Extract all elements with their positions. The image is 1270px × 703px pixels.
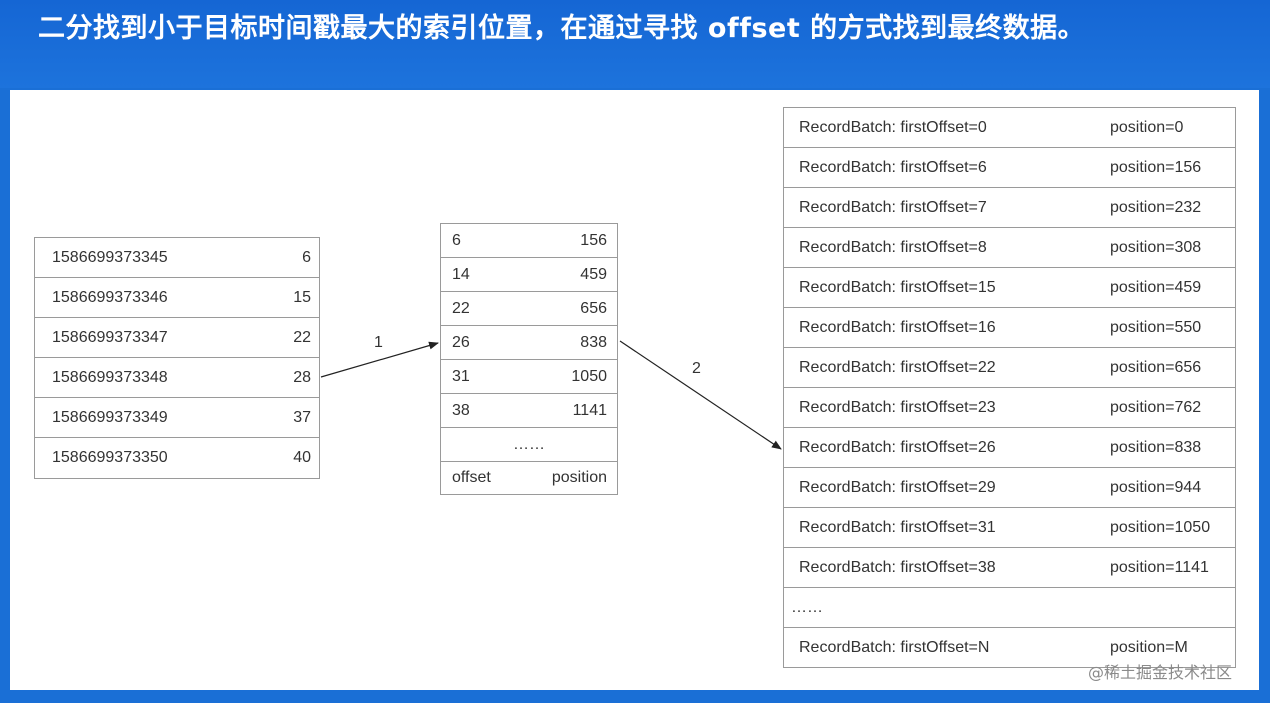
timestamp-cell: 1586699373348 — [52, 368, 168, 386]
offset-cell: 37 — [293, 408, 311, 426]
offset-cell: 40 — [293, 449, 311, 466]
offset-cell: 38 — [452, 401, 470, 419]
batch-cell: RecordBatch: firstOffset=N — [799, 638, 990, 656]
title-bar: 二分找到小于目标时间戳最大的索引位置，在通过寻找 offset 的方式找到最终数… — [0, 0, 1270, 88]
position-cell: 1141 — [572, 401, 607, 419]
table-row: 38 1141 — [441, 394, 617, 428]
position-cell: position=308 — [1110, 238, 1202, 256]
position-cell: 656 — [580, 299, 607, 317]
table-row: RecordBatch: firstOffset=16 position=550 — [784, 308, 1235, 348]
table-row: RecordBatch: firstOffset=26 position=838 — [784, 428, 1235, 468]
position-cell: position=838 — [1110, 438, 1202, 456]
batch-cell: RecordBatch: firstOffset=31 — [799, 518, 996, 536]
timestamp-cell: 1586699373346 — [52, 288, 168, 306]
offset-cell: 28 — [293, 368, 311, 386]
table-row: RecordBatch: firstOffset=29 position=944 — [784, 468, 1235, 508]
arrow-label-2: 2 — [692, 360, 701, 377]
header-row: offset position — [441, 462, 617, 494]
table-row: 22 656 — [441, 292, 617, 326]
table-row: RecordBatch: firstOffset=23 position=762 — [784, 388, 1235, 428]
offset-cell: 22 — [452, 299, 470, 317]
position-cell: 1050 — [571, 367, 607, 385]
table-row: RecordBatch: firstOffset=31 position=1050 — [784, 508, 1235, 548]
timestamp-cell: 1586699373345 — [52, 248, 168, 266]
offset-cell: 26 — [452, 333, 470, 351]
batch-cell: RecordBatch: firstOffset=6 — [799, 158, 987, 176]
position-cell: 459 — [580, 265, 607, 283]
table-row: 14 459 — [441, 258, 617, 292]
position-header: position — [551, 469, 607, 486]
position-cell: position=232 — [1110, 198, 1202, 216]
watermark: @稀土掘金技术社区 — [1088, 663, 1233, 682]
arrow-step-1 — [320, 341, 439, 378]
arrow-label-1: 1 — [374, 334, 383, 351]
diagram-canvas: 1586699373345 6 1586699373346 15 158669937… — [10, 90, 1259, 690]
table-row: 1586699373349 37 — [35, 398, 319, 438]
table-row: RecordBatch: firstOffset=38 position=1141 — [784, 548, 1235, 588]
position-cell: position=0 — [1110, 118, 1184, 136]
table-row: 1586699373348 28 — [35, 358, 319, 398]
position-cell: position=M — [1110, 638, 1188, 656]
offset-cell: 15 — [293, 288, 311, 306]
ellipsis: …… — [513, 435, 545, 453]
batch-cell: RecordBatch: firstOffset=8 — [799, 238, 987, 256]
time-index-table: 1586699373345 6 1586699373346 15 158669937… — [34, 237, 320, 479]
table-row: 26 838 — [441, 326, 617, 360]
offset-cell: 6 — [302, 248, 311, 266]
batch-cell: RecordBatch: firstOffset=26 — [799, 438, 996, 456]
batch-cell: RecordBatch: firstOffset=7 — [799, 198, 987, 216]
batch-cell: RecordBatch: firstOffset=0 — [799, 118, 987, 136]
table-row: RecordBatch: firstOffset=8 position=308 — [784, 228, 1235, 268]
batch-cell: RecordBatch: firstOffset=29 — [799, 478, 996, 496]
batch-cell: RecordBatch: firstOffset=38 — [799, 558, 996, 576]
timestamp-cell: 1586699373350 — [52, 449, 168, 466]
position-cell: position=550 — [1110, 318, 1202, 336]
table-row: 1586699373350 40 — [35, 438, 319, 478]
table-row: 1586699373347 22 — [35, 318, 319, 358]
table-row: RecordBatch: firstOffset=0 position=0 — [784, 108, 1235, 148]
slide-title: 二分找到小于目标时间戳最大的索引位置，在通过寻找 offset 的方式找到最终数… — [38, 13, 1086, 44]
offset-cell: 22 — [293, 328, 311, 346]
offset-header: offset — [452, 469, 491, 486]
position-cell: position=656 — [1110, 358, 1202, 376]
offset-cell: 14 — [452, 265, 470, 283]
ellipsis: …… — [791, 598, 823, 616]
position-cell: position=944 — [1110, 478, 1202, 496]
table-row: RecordBatch: firstOffset=22 position=656 — [784, 348, 1235, 388]
batch-cell: RecordBatch: firstOffset=22 — [799, 358, 996, 376]
table-row: 1586699373345 6 — [35, 238, 319, 278]
position-cell: position=1141 — [1110, 558, 1209, 576]
table-row: RecordBatch: firstOffset=7 position=232 — [784, 188, 1235, 228]
offset-cell: 31 — [452, 367, 470, 385]
position-cell: position=156 — [1110, 158, 1202, 176]
timestamp-cell: 1586699373349 — [52, 408, 168, 426]
batch-cell: RecordBatch: firstOffset=16 — [799, 318, 996, 336]
table-row: 31 1050 — [441, 360, 617, 394]
batch-cell: RecordBatch: firstOffset=15 — [799, 278, 996, 296]
table-row: RecordBatch: firstOffset=15 position=459 — [784, 268, 1235, 308]
timestamp-cell: 1586699373347 — [52, 328, 168, 346]
arrows-layer — [320, 340, 782, 450]
batch-cell: RecordBatch: firstOffset=23 — [799, 398, 996, 416]
position-cell: position=1050 — [1110, 518, 1211, 536]
ellipsis-row: …… — [441, 428, 617, 462]
table-row: 1586699373346 15 — [35, 278, 319, 318]
position-cell: 838 — [580, 333, 607, 351]
position-cell: position=459 — [1110, 278, 1202, 296]
position-cell: 156 — [580, 231, 607, 249]
ellipsis-row: …… — [784, 588, 1235, 628]
position-cell: position=762 — [1110, 398, 1202, 416]
offset-cell: 6 — [452, 231, 461, 249]
table-row: RecordBatch: firstOffset=6 position=156 — [784, 148, 1235, 188]
arrow-step-2 — [619, 340, 782, 450]
table-row: RecordBatch: firstOffset=N position=M — [784, 628, 1235, 667]
log-segment-table: RecordBatch: firstOffset=0 position=0 Rec… — [783, 107, 1236, 668]
table-row: 6 156 — [441, 224, 617, 258]
